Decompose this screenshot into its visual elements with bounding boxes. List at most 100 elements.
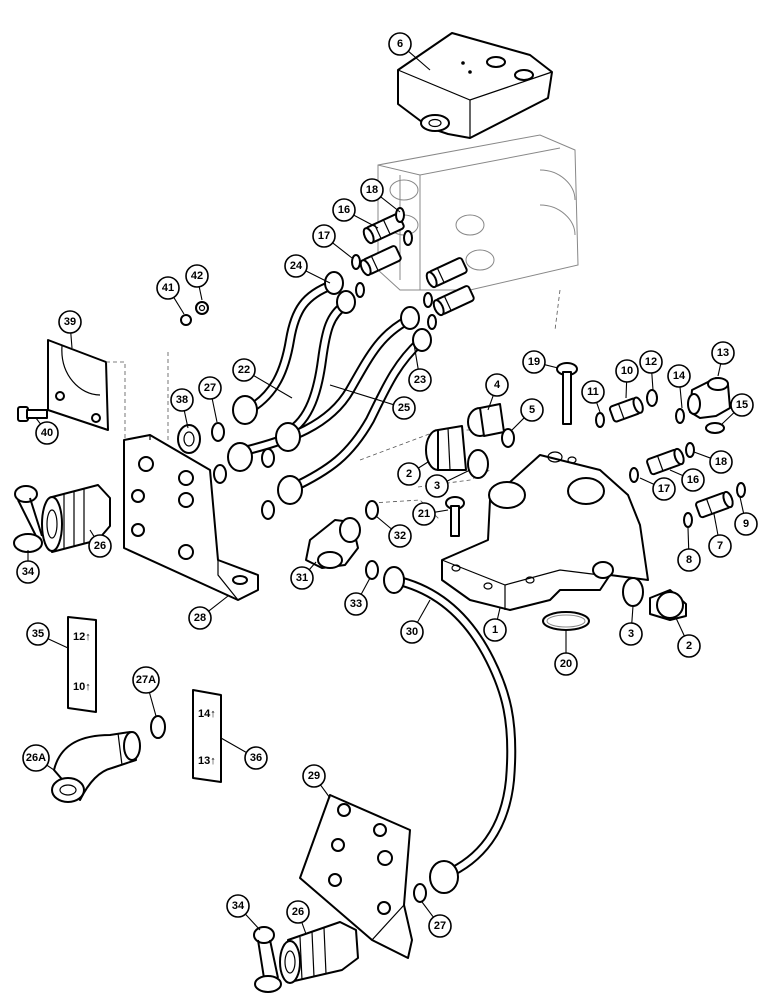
upper-port-adapters xyxy=(351,207,475,330)
callout-label: 17 xyxy=(658,483,670,495)
callout-7: 7 xyxy=(708,534,732,558)
callout-label: 26 xyxy=(94,540,106,552)
callout-label: 14 xyxy=(673,370,686,382)
callout-circle xyxy=(302,764,326,788)
leader-line-26 xyxy=(301,922,307,935)
callout-circle xyxy=(312,224,336,248)
leader-line-8 xyxy=(687,527,690,550)
callout-circle xyxy=(344,592,368,616)
callout-label: 35 xyxy=(32,628,44,640)
callout-label: 38 xyxy=(176,394,188,406)
callout-circle xyxy=(709,450,733,474)
callout-label: 16 xyxy=(687,474,699,486)
leader-line-2 xyxy=(418,461,429,469)
callout-circle xyxy=(677,548,701,572)
callout-20: 20 xyxy=(554,652,578,676)
callout-label: 17 xyxy=(318,230,330,242)
decal-35: 12↑ 10↑ xyxy=(67,616,97,713)
callout-circle xyxy=(26,622,50,646)
leader-line-1 xyxy=(496,607,501,620)
callout-3: 3 xyxy=(425,474,449,498)
callout-circle xyxy=(388,32,412,56)
callout-label: 4 xyxy=(494,379,501,391)
leader-line-39 xyxy=(70,332,73,349)
callout-circle xyxy=(156,276,180,300)
callout-label: 10 xyxy=(621,365,633,377)
callout-32: 32 xyxy=(388,524,412,548)
callout-31: 31 xyxy=(290,566,314,590)
callout-circle xyxy=(232,358,256,382)
callout-27a: 27A xyxy=(132,666,160,694)
callout-13: 13 xyxy=(711,341,735,365)
callout-27: 27 xyxy=(428,914,452,938)
callout-22: 22 xyxy=(232,358,256,382)
callout-label: 31 xyxy=(296,572,308,584)
callout-33: 33 xyxy=(344,592,368,616)
callout-circle xyxy=(360,178,384,202)
leader-line-13 xyxy=(717,363,722,377)
leader-line-22 xyxy=(253,375,293,399)
callout-25: 25 xyxy=(392,396,416,420)
elbow-fitting-31 xyxy=(305,517,361,569)
leader-line-17 xyxy=(332,242,353,259)
callout-30: 30 xyxy=(400,620,424,644)
leader-line-4 xyxy=(487,395,494,411)
callout-4: 4 xyxy=(485,373,509,397)
callout-label: 27A xyxy=(136,674,156,686)
leader-line-23 xyxy=(413,343,419,370)
callout-circle xyxy=(170,388,194,412)
callout-label: 30 xyxy=(406,626,418,638)
callout-1: 1 xyxy=(483,618,507,642)
leader-line-18 xyxy=(380,196,401,213)
leader-line-3 xyxy=(446,469,471,482)
callout-label: 42 xyxy=(191,270,203,282)
callout-41: 41 xyxy=(156,276,180,300)
callout-34: 34 xyxy=(226,894,250,918)
leader-line-26 xyxy=(89,529,95,537)
leader-line-14 xyxy=(679,386,683,409)
callout-label: 28 xyxy=(194,612,206,624)
leader-lines xyxy=(27,50,745,935)
callout-label: 18 xyxy=(715,456,727,468)
tube-30 xyxy=(383,566,517,894)
callout-circle xyxy=(425,474,449,498)
elbow-fitting-13 xyxy=(687,377,731,419)
callout-26a: 26A xyxy=(22,744,50,772)
callout-label: 2 xyxy=(406,468,412,480)
callout-circle xyxy=(711,341,735,365)
callout-36: 36 xyxy=(244,746,268,770)
callout-label: 39 xyxy=(64,316,76,328)
seal-32 xyxy=(365,500,379,520)
callout-circle xyxy=(428,914,452,938)
callout-label: 16 xyxy=(338,204,350,216)
quick-coupler-26-lower xyxy=(279,921,359,984)
callout-circle xyxy=(483,618,507,642)
valve-housing xyxy=(441,451,649,611)
callout-26: 26 xyxy=(286,900,310,924)
callout-2: 2 xyxy=(677,634,701,658)
callout-circle xyxy=(188,606,212,630)
leader-line-15 xyxy=(721,412,735,425)
callout-circle xyxy=(400,620,424,644)
decal-36-bottom-text: 13↑ xyxy=(198,755,216,767)
leader-line-16 xyxy=(669,469,684,477)
leader-line-41 xyxy=(173,297,185,315)
callout-label: 24 xyxy=(290,260,303,272)
callout-circle xyxy=(619,622,643,646)
callout-40: 40 xyxy=(35,421,59,445)
callout-label: 27 xyxy=(204,382,216,394)
callout-18: 18 xyxy=(709,450,733,474)
decal-36-top-text: 14↑ xyxy=(198,708,216,720)
callout-circle xyxy=(290,566,314,590)
leader-line-27 xyxy=(211,398,218,423)
leader-line-28 xyxy=(208,595,229,612)
callout-circle xyxy=(22,744,50,772)
callout-35: 35 xyxy=(26,622,50,646)
cover-plate xyxy=(397,32,553,139)
leader-line-3 xyxy=(631,605,634,624)
callout-label: 3 xyxy=(628,628,634,640)
snap-ring-27A xyxy=(150,715,166,739)
plug-2-lower xyxy=(649,589,687,621)
decal-35-top-text: 12↑ xyxy=(73,631,91,643)
leader-line-12 xyxy=(651,372,654,391)
